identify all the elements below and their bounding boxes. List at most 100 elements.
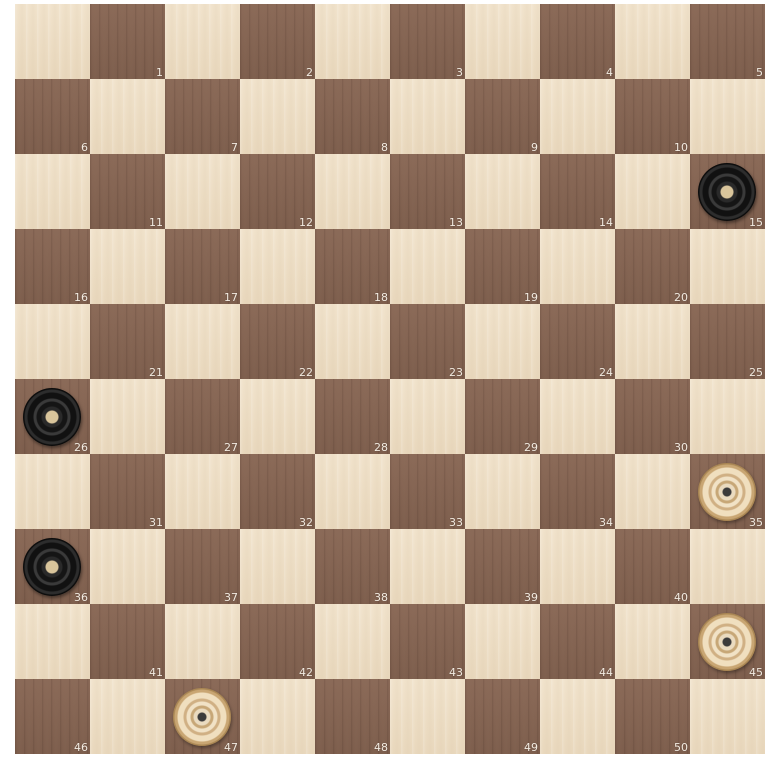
board-square-27[interactable]: 27 — [165, 379, 240, 454]
square-number: 36 — [74, 592, 88, 603]
square-number: 9 — [531, 142, 538, 153]
board-square-1[interactable]: 1 — [90, 4, 165, 79]
light-square — [90, 229, 165, 304]
board-square-48[interactable]: 48 — [315, 679, 390, 754]
light-square — [540, 379, 615, 454]
board-square-32[interactable]: 32 — [240, 454, 315, 529]
board-square-11[interactable]: 11 — [90, 154, 165, 229]
board-square-20[interactable]: 20 — [615, 229, 690, 304]
square-number: 21 — [149, 367, 163, 378]
board-square-21[interactable]: 21 — [90, 304, 165, 379]
light-square — [315, 604, 390, 679]
board-square-23[interactable]: 23 — [390, 304, 465, 379]
square-number: 4 — [606, 67, 613, 78]
square-number: 15 — [749, 217, 763, 228]
square-number: 5 — [756, 67, 763, 78]
black-piece[interactable] — [23, 538, 81, 596]
board-square-18[interactable]: 18 — [315, 229, 390, 304]
square-number: 12 — [299, 217, 313, 228]
board-square-15[interactable]: 15 — [690, 154, 765, 229]
light-square — [90, 379, 165, 454]
board-square-33[interactable]: 33 — [390, 454, 465, 529]
board-square-10[interactable]: 10 — [615, 79, 690, 154]
board-square-8[interactable]: 8 — [315, 79, 390, 154]
light-square — [15, 454, 90, 529]
board-square-30[interactable]: 30 — [615, 379, 690, 454]
light-square — [165, 604, 240, 679]
board-square-5[interactable]: 5 — [690, 4, 765, 79]
white-piece[interactable] — [173, 688, 231, 746]
light-square — [240, 679, 315, 754]
board-square-42[interactable]: 42 — [240, 604, 315, 679]
square-number: 43 — [449, 667, 463, 678]
board-square-49[interactable]: 49 — [465, 679, 540, 754]
board-square-28[interactable]: 28 — [315, 379, 390, 454]
board-square-4[interactable]: 4 — [540, 4, 615, 79]
white-piece[interactable] — [698, 613, 756, 671]
board-square-25[interactable]: 25 — [690, 304, 765, 379]
square-number: 23 — [449, 367, 463, 378]
board-square-34[interactable]: 34 — [540, 454, 615, 529]
board-square-22[interactable]: 22 — [240, 304, 315, 379]
board-square-50[interactable]: 50 — [615, 679, 690, 754]
board-square-43[interactable]: 43 — [390, 604, 465, 679]
square-number: 38 — [374, 592, 388, 603]
light-square — [540, 679, 615, 754]
light-square — [615, 604, 690, 679]
square-number: 16 — [74, 292, 88, 303]
light-square — [690, 679, 765, 754]
light-square — [390, 529, 465, 604]
square-number: 25 — [749, 367, 763, 378]
board-square-45[interactable]: 45 — [690, 604, 765, 679]
square-number: 2 — [306, 67, 313, 78]
square-number: 46 — [74, 742, 88, 753]
board-square-6[interactable]: 6 — [15, 79, 90, 154]
board-square-31[interactable]: 31 — [90, 454, 165, 529]
light-square — [15, 4, 90, 79]
light-square — [90, 679, 165, 754]
square-number: 44 — [599, 667, 613, 678]
board-square-44[interactable]: 44 — [540, 604, 615, 679]
board-square-41[interactable]: 41 — [90, 604, 165, 679]
light-square — [615, 154, 690, 229]
board-square-46[interactable]: 46 — [15, 679, 90, 754]
square-number: 10 — [674, 142, 688, 153]
board-square-29[interactable]: 29 — [465, 379, 540, 454]
light-square — [315, 154, 390, 229]
square-number: 32 — [299, 517, 313, 528]
light-square — [390, 379, 465, 454]
light-square — [540, 229, 615, 304]
square-number: 6 — [81, 142, 88, 153]
board-square-40[interactable]: 40 — [615, 529, 690, 604]
square-number: 50 — [674, 742, 688, 753]
board-square-7[interactable]: 7 — [165, 79, 240, 154]
board-square-17[interactable]: 17 — [165, 229, 240, 304]
board-square-47[interactable]: 47 — [165, 679, 240, 754]
square-number: 29 — [524, 442, 538, 453]
light-square — [390, 229, 465, 304]
board-square-16[interactable]: 16 — [15, 229, 90, 304]
light-square — [390, 79, 465, 154]
board-square-2[interactable]: 2 — [240, 4, 315, 79]
board-square-35[interactable]: 35 — [690, 454, 765, 529]
board-square-38[interactable]: 38 — [315, 529, 390, 604]
black-piece[interactable] — [23, 388, 81, 446]
board-square-24[interactable]: 24 — [540, 304, 615, 379]
white-piece[interactable] — [698, 463, 756, 521]
board-square-3[interactable]: 3 — [390, 4, 465, 79]
board-square-13[interactable]: 13 — [390, 154, 465, 229]
board-square-26[interactable]: 26 — [15, 379, 90, 454]
square-number: 22 — [299, 367, 313, 378]
light-square — [465, 454, 540, 529]
light-square — [240, 79, 315, 154]
board-square-36[interactable]: 36 — [15, 529, 90, 604]
board-square-12[interactable]: 12 — [240, 154, 315, 229]
light-square — [90, 529, 165, 604]
board-square-9[interactable]: 9 — [465, 79, 540, 154]
board-square-37[interactable]: 37 — [165, 529, 240, 604]
board-square-19[interactable]: 19 — [465, 229, 540, 304]
board-square-14[interactable]: 14 — [540, 154, 615, 229]
board-square-39[interactable]: 39 — [465, 529, 540, 604]
black-piece[interactable] — [698, 163, 756, 221]
